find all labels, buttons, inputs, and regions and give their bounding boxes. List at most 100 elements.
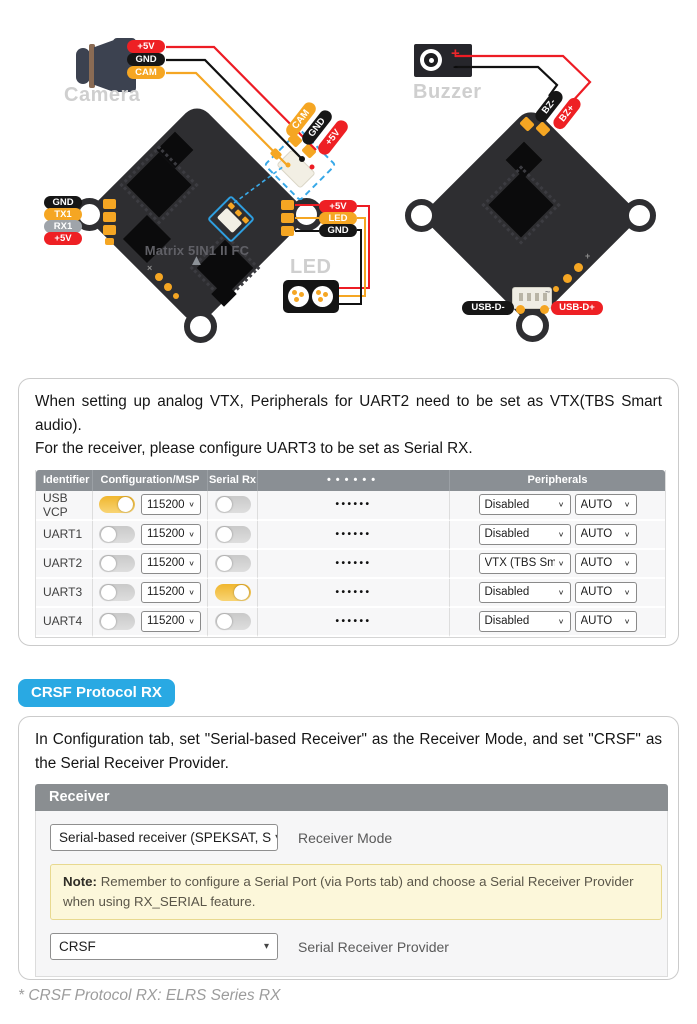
fc-pin-rx1: RX1: [44, 220, 82, 233]
port-identifier: UART2: [36, 549, 93, 579]
chevron-down-icon: ∨: [557, 558, 565, 567]
chevron-down-icon: ∨: [188, 558, 195, 567]
serial-provider-label: Serial Receiver Provider: [298, 938, 449, 955]
peripheral-select[interactable]: Disabled∨: [478, 494, 571, 515]
usb-connector: [512, 287, 552, 309]
peripheral-baud-select[interactable]: AUTO∨: [574, 552, 637, 574]
mounting-hole: [516, 309, 549, 342]
arrow-up-icon: ▲: [189, 252, 204, 269]
dots: ••••••: [258, 520, 450, 550]
crsf-protocol-badge: CRSF Protocol RX: [18, 679, 175, 707]
col-dots: ••••••: [258, 469, 450, 491]
chevron-down-icon: ∨: [623, 587, 631, 596]
msp-toggle[interactable]: [99, 554, 135, 572]
serial-rx-toggle[interactable]: [214, 612, 251, 630]
msp-toggle[interactable]: [99, 496, 135, 513]
col-identifier: Identifier: [36, 469, 93, 491]
msp-toggle[interactable]: [99, 583, 135, 601]
mounting-hole: [623, 199, 656, 232]
note-label: Note:: [63, 874, 97, 889]
mounting-hole: [184, 310, 217, 343]
mounting-hole: [405, 199, 438, 232]
peripheral-select[interactable]: Disabled∨: [478, 581, 571, 603]
dropdown-arrow-icon: ▾: [263, 941, 269, 952]
chevron-down-icon: ∨: [623, 616, 631, 625]
chevron-down-icon: ∨: [188, 616, 195, 625]
baud-select[interactable]: 115200∨: [141, 494, 201, 515]
fc-pin-gnd: GND: [44, 196, 82, 209]
col-serial-rx: Serial Rx: [208, 469, 258, 491]
peripheral-baud-select[interactable]: AUTO∨: [574, 494, 637, 515]
receiver-mode-label: Receiver Mode: [298, 829, 393, 846]
led-strip: [283, 280, 339, 313]
chevron-down-icon: ∨: [623, 529, 631, 538]
chevron-down-icon: ∨: [557, 587, 565, 596]
usb-pin-dminus: USB-D-: [462, 301, 514, 315]
serial-rx-toggle[interactable]: [214, 583, 251, 601]
crsf-section: In Configuration tab, set "Serial-based …: [18, 716, 679, 980]
peripheral-baud-select[interactable]: AUTO∨: [574, 523, 637, 545]
table-row: UART4 115200∨ •••••• Disabled∨ AUTO∨: [36, 607, 665, 637]
dropdown-arrow-icon: ▾: [275, 832, 277, 843]
col-peripherals: Peripherals: [450, 469, 665, 491]
baud-select[interactable]: 115200∨: [141, 552, 201, 574]
buzzer-label: Buzzer: [413, 81, 482, 103]
baud-select[interactable]: 115200∨: [141, 523, 201, 545]
serial-provider-select[interactable]: CRSF ▾: [50, 933, 278, 960]
table-row: UART2 115200∨ •••••• VTX (TBS Sm∨ AUTO∨: [36, 549, 665, 579]
peripheral-select[interactable]: Disabled∨: [478, 610, 571, 632]
msp-toggle[interactable]: [99, 525, 135, 543]
baud-select[interactable]: 115200∨: [141, 610, 201, 632]
serial-rx-toggle[interactable]: [214, 496, 251, 513]
fc-pin-tx1: TX1: [44, 208, 82, 221]
camera-pin-cam: CAM: [127, 66, 165, 79]
port-identifier: UART4: [36, 607, 93, 637]
serial-rx-toggle[interactable]: [214, 554, 251, 572]
cross-mark-icon: ×: [147, 263, 153, 273]
msp-toggle[interactable]: [99, 612, 135, 630]
peripheral-select[interactable]: VTX (TBS Sm∨: [478, 552, 571, 574]
chevron-down-icon: ∨: [188, 529, 195, 538]
port-identifier: USB VCP: [36, 490, 93, 521]
port-identifier: UART3: [36, 578, 93, 608]
port-identifier: UART1: [36, 520, 93, 550]
receiver-panel-title: Receiver: [35, 784, 668, 811]
dots: ••••••: [258, 607, 450, 637]
chevron-down-icon: ∨: [188, 500, 195, 509]
chevron-down-icon: ∨: [623, 558, 631, 567]
ports-intro-line1: When setting up analog VTX, Peripherals …: [35, 393, 662, 434]
board-title: Matrix 5IN1 II FC: [144, 243, 250, 258]
tilde-mark-icon: ~: [545, 287, 551, 297]
ports-intro-line2: For the receiver, please configure UART3…: [35, 440, 473, 457]
chevron-down-icon: ∨: [557, 500, 565, 509]
baud-select[interactable]: 115200∨: [141, 581, 201, 603]
peripheral-baud-select[interactable]: AUTO∨: [574, 610, 637, 632]
peripheral-baud-select[interactable]: AUTO∨: [574, 581, 637, 603]
camera-pin-5v: +5V: [127, 40, 165, 53]
camera-label: Camera: [64, 84, 141, 106]
col-configuration: Configuration/MSP: [93, 469, 208, 491]
receiver-note: Note: Remember to configure a Serial Por…: [50, 864, 662, 920]
table-header-row: Identifier Configuration/MSP Serial Rx •…: [36, 469, 665, 491]
mounting-hole: [290, 198, 323, 231]
receiver-panel: Receiver Serial-based receiver (SPEKSAT,…: [35, 784, 668, 977]
serial-rx-toggle[interactable]: [214, 525, 251, 543]
footnote: * CRSF Protocol RX: ELRS Series RX: [18, 987, 281, 1004]
usb-pin-dplus: USB-D+: [551, 301, 603, 315]
table-row: UART1 115200∨ •••••• Disabled∨ AUTO∨: [36, 520, 665, 550]
table-row: UART3 115200∨ •••••• Disabled∨ AUTO∨: [36, 578, 665, 608]
chevron-down-icon: ∨: [623, 500, 631, 509]
dots: ••••••: [258, 578, 450, 608]
buzzer-plus: +: [451, 45, 460, 62]
fc-pin-5v: +5V: [44, 232, 82, 245]
ports-section: When setting up analog VTX, Peripherals …: [18, 378, 679, 646]
fc-board: [83, 101, 311, 329]
peripheral-select[interactable]: Disabled∨: [478, 523, 571, 545]
receiver-mode-select[interactable]: Serial-based receiver (SPEKSAT, S ▾: [50, 824, 278, 851]
led-pin-gnd: GND: [319, 224, 357, 237]
camera-pin-gnd: GND: [127, 53, 165, 66]
chevron-down-icon: ∨: [188, 587, 195, 596]
note-text: Remember to configure a Serial Port (via…: [63, 874, 634, 909]
wiring-diagram: Camera +5V GND CAM GND TX1 RX1 +5V +5V L…: [0, 0, 697, 368]
chevron-down-icon: ∨: [557, 529, 565, 538]
